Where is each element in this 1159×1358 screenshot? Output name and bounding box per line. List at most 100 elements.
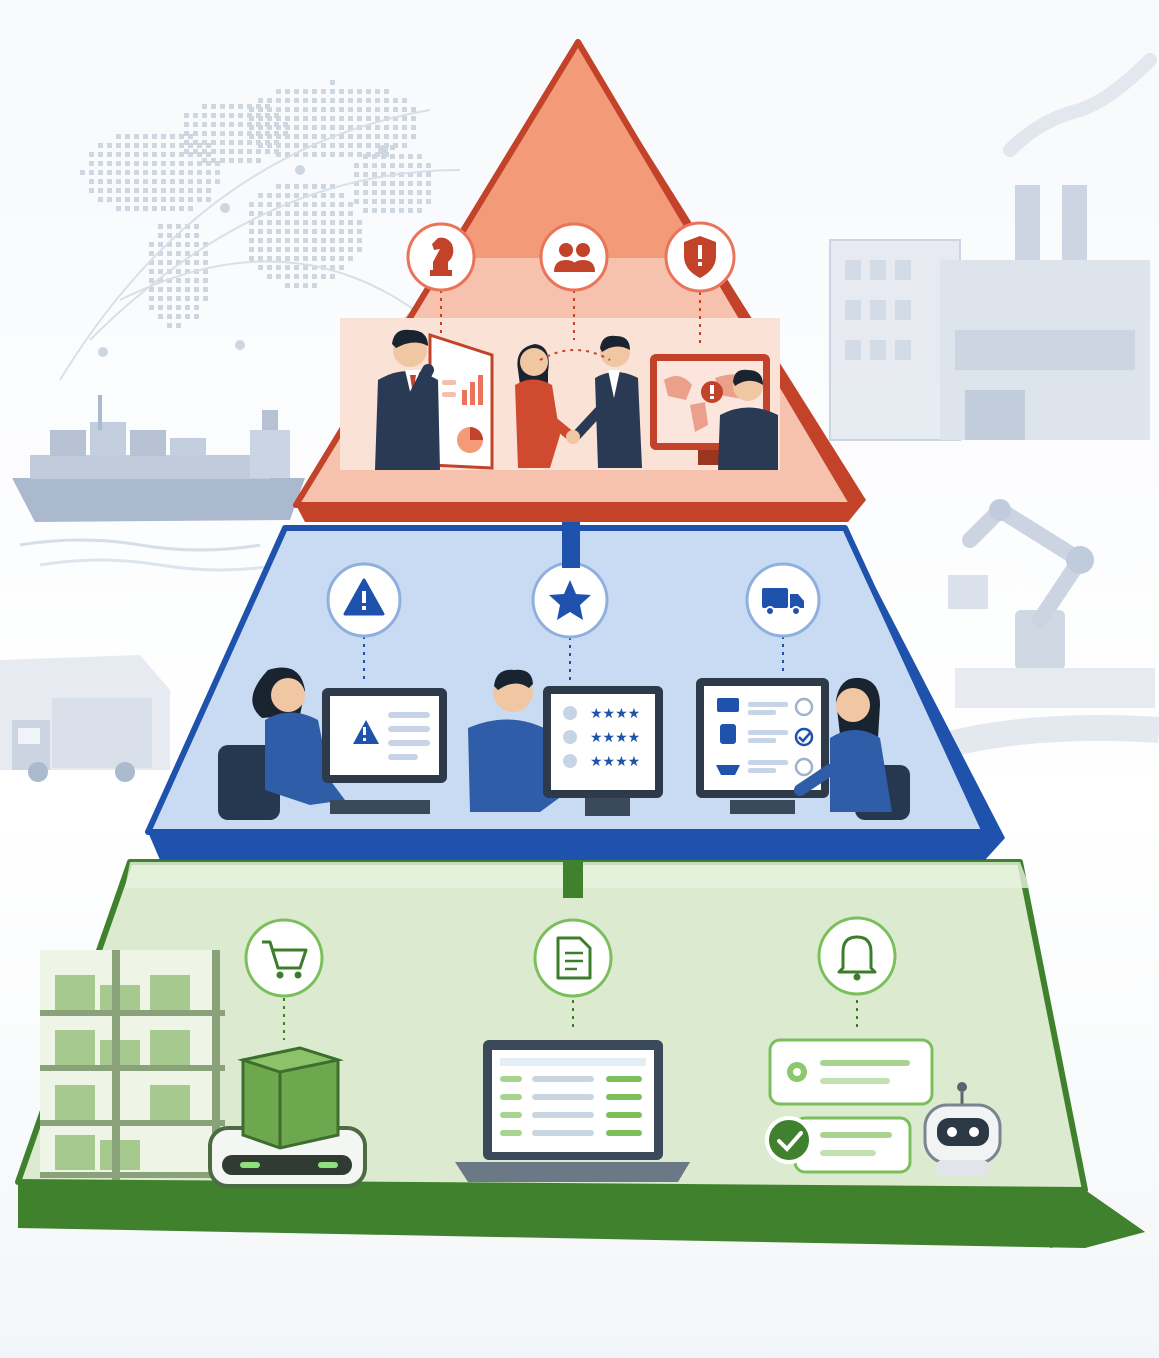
map-dot (357, 143, 362, 148)
map-dot (330, 229, 335, 234)
map-dot (188, 206, 193, 211)
map-dot (276, 98, 281, 103)
map-dot (339, 238, 344, 243)
map-dot (375, 152, 380, 157)
map-dot (339, 220, 344, 225)
risk-alert-workstation-scene (218, 667, 447, 820)
document-icon (533, 918, 613, 1030)
map-dot (211, 158, 216, 163)
map-dot (375, 125, 380, 130)
map-dot (267, 143, 272, 148)
map-dot (390, 199, 395, 204)
map-dot (161, 188, 166, 193)
map-dot (285, 107, 290, 112)
map-dot (399, 199, 404, 204)
map-dot (116, 188, 121, 193)
map-dot (98, 161, 103, 166)
map-dot (98, 179, 103, 184)
map-dot (193, 113, 198, 118)
map-dot (375, 134, 380, 139)
map-dot (393, 98, 398, 103)
map-dot (249, 229, 254, 234)
map-dot (249, 107, 254, 112)
map-dot (417, 199, 422, 204)
map-dot (285, 256, 290, 261)
map-dot (285, 143, 290, 148)
map-dot (229, 122, 234, 127)
map-dot (134, 206, 139, 211)
map-dot (274, 131, 279, 136)
map-dot (265, 140, 270, 145)
map-dot (258, 256, 263, 261)
map-dot (211, 140, 216, 145)
world-map-illustration (59, 80, 461, 381)
map-dot (294, 152, 299, 157)
map-dot (249, 211, 254, 216)
map-dot (312, 125, 317, 130)
map-dot (285, 184, 290, 189)
map-dot (357, 107, 362, 112)
map-dot (274, 113, 279, 118)
map-dot (161, 161, 166, 166)
map-dot (330, 247, 335, 252)
map-dot (197, 179, 202, 184)
map-dot (185, 251, 190, 256)
map-dot (220, 104, 225, 109)
map-dot (188, 188, 193, 193)
map-dot (294, 274, 299, 279)
map-dot (176, 224, 181, 229)
map-dot (265, 131, 270, 136)
map-dot (265, 122, 270, 127)
map-dot (229, 158, 234, 163)
map-dot (194, 233, 199, 238)
map-dot (312, 211, 317, 216)
map-dot (134, 188, 139, 193)
map-dot (167, 278, 172, 283)
map-dot (267, 274, 272, 279)
map-dot (211, 113, 216, 118)
map-dot (363, 199, 368, 204)
map-dot (211, 122, 216, 127)
map-dot (258, 247, 263, 252)
map-dot (167, 323, 172, 328)
map-dot (238, 113, 243, 118)
map-dot (357, 229, 362, 234)
map-dot (179, 161, 184, 166)
map-dot (116, 143, 121, 148)
map-dot (366, 143, 371, 148)
map-dot (276, 220, 281, 225)
tactical-layer: ★★★★★★★★★★★★ (145, 525, 1005, 860)
map-dot (167, 233, 172, 238)
map-dot (348, 229, 353, 234)
map-dot (408, 172, 413, 177)
map-dot (125, 179, 130, 184)
map-dot (285, 98, 290, 103)
map-dot (176, 251, 181, 256)
map-dot (303, 229, 308, 234)
map-dot (194, 314, 199, 319)
map-dot (312, 229, 317, 234)
risk-map-monitor-scene (650, 354, 778, 470)
map-dot (134, 143, 139, 148)
map-dot (265, 104, 270, 109)
map-dot (193, 122, 198, 127)
map-dot (276, 107, 281, 112)
map-dot (258, 116, 263, 121)
map-dot (321, 152, 326, 157)
map-dot (321, 202, 326, 207)
map-dot (211, 149, 216, 154)
map-dot (267, 134, 272, 139)
map-dot (184, 140, 189, 145)
map-dot (125, 161, 130, 166)
map-dot (381, 154, 386, 159)
map-dot (267, 256, 272, 261)
map-dot (134, 152, 139, 157)
map-dot (167, 305, 172, 310)
map-dot (203, 287, 208, 292)
handshake-scene (515, 335, 642, 468)
map-dot (348, 256, 353, 261)
map-dot (408, 190, 413, 195)
map-dot (381, 208, 386, 213)
map-dot (188, 161, 193, 166)
map-dot (167, 242, 172, 247)
